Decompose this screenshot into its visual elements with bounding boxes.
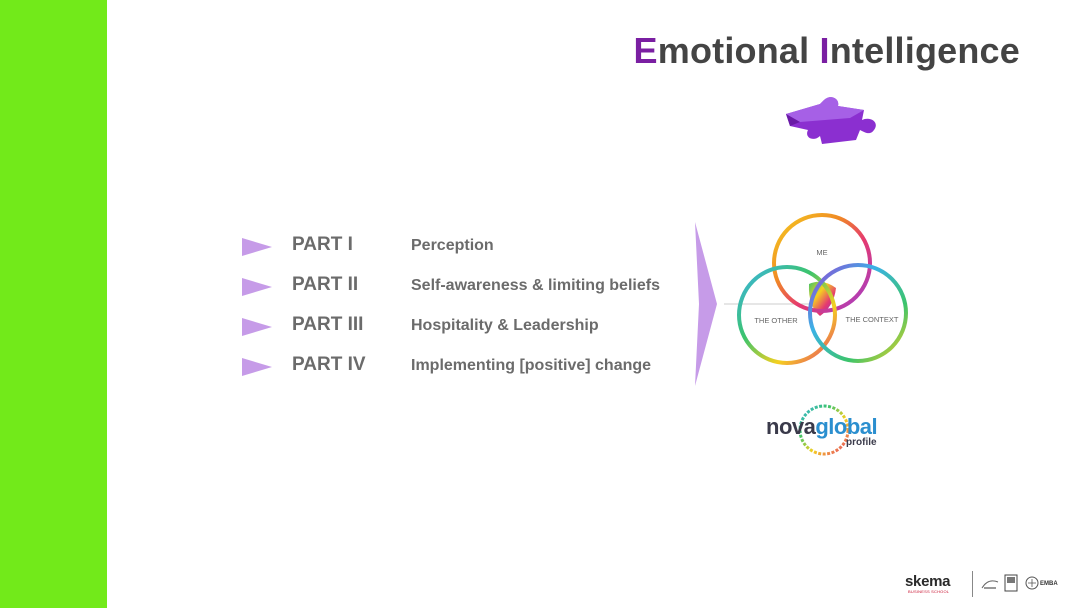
part-description: Hospitality & Leadership — [411, 317, 599, 334]
footer-logos: skema BUSINESS SCHOOL EMBA — [900, 568, 1070, 602]
part-label: PART I — [292, 234, 353, 255]
part-label: PART II — [292, 274, 359, 295]
title-part-1: motional — [657, 30, 820, 71]
accreditation-logo-icon — [1004, 574, 1018, 592]
partner-logo-icon — [981, 580, 999, 589]
arrow-bullet-icon — [242, 278, 272, 296]
title-initial-e: E — [633, 30, 658, 71]
arrow-bullet-icon — [242, 238, 272, 256]
emba-logo-icon — [1025, 576, 1039, 590]
part-description: Implementing [positive] change — [411, 357, 652, 374]
profile-text: profile — [846, 437, 877, 448]
global-text: global — [815, 414, 878, 439]
part-label: PART III — [292, 314, 364, 335]
title-initial-i: I — [819, 30, 830, 71]
puzzle-piece-icon — [786, 97, 876, 144]
novaglobal-wordmark: novaglobal — [766, 414, 878, 440]
title-part-2: ntelligence — [829, 30, 1020, 71]
chevron-arrow-icon — [695, 222, 717, 386]
skema-logo: skema — [905, 573, 951, 590]
nova-text: nova — [766, 414, 816, 439]
novaglobal-logo: novaglobal profile — [764, 400, 894, 460]
ring-the-other — [737, 265, 837, 365]
venn-label-me: ME — [816, 248, 827, 257]
skema-subtitle: BUSINESS SCHOOL — [908, 589, 950, 594]
part-description: Perception — [411, 237, 494, 254]
footer-divider — [972, 571, 973, 597]
emba-label: EMBA — [1040, 581, 1058, 587]
slide-title: Emotional Intelligence — [634, 30, 1020, 72]
side-accent-bar — [0, 0, 107, 608]
ring-the-context — [808, 263, 908, 363]
part-label: PART IV — [292, 354, 366, 375]
certified-ring-icon — [798, 404, 850, 456]
venn-label-the-other: THE OTHER — [754, 316, 798, 325]
venn-diagram: ME THE OTHER THE CONTEXT — [724, 213, 908, 365]
part-description: Self-awareness & limiting beliefs — [411, 277, 660, 294]
arrow-bullet-icon — [242, 358, 272, 376]
venn-label-the-context: THE CONTEXT — [846, 315, 899, 324]
ring-me — [772, 213, 872, 313]
arrow-bullet-icon — [242, 318, 272, 336]
